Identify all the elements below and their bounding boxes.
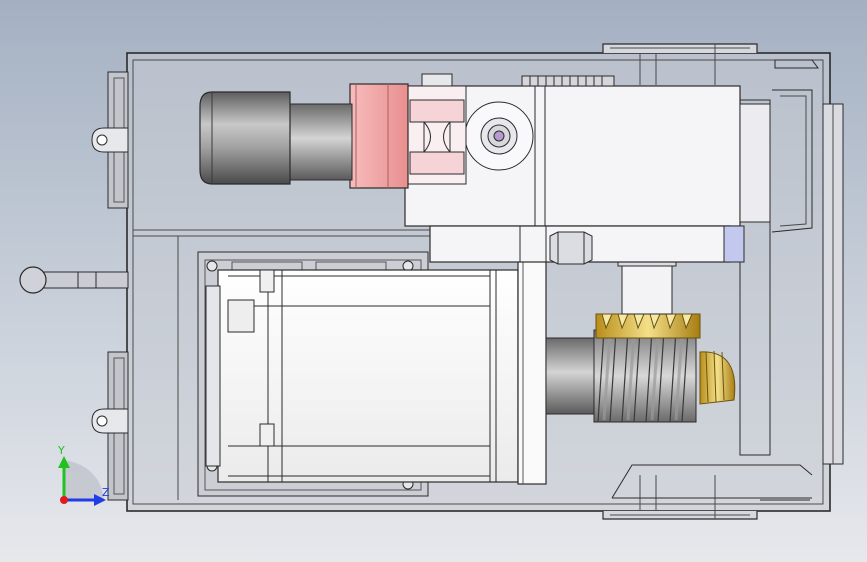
worm-wheel-gear — [595, 313, 736, 405]
hex-nut-icon — [549, 231, 593, 265]
side-lever-handle — [19, 266, 129, 294]
worm-shaft — [545, 329, 697, 423]
servo-motor — [205, 239, 547, 485]
hinge-top-icon — [91, 127, 129, 153]
hinge-bottom-icon — [91, 408, 129, 434]
x-axis-icon — [60, 496, 68, 504]
y-axis-label: Y — [57, 444, 65, 457]
bolt-boss-icon — [464, 101, 534, 171]
left-mount-brackets — [91, 71, 129, 501]
gear-teeth-top — [521, 75, 615, 87]
upper-motor — [199, 91, 353, 185]
clamp-block — [407, 85, 467, 185]
coupling — [349, 83, 409, 189]
output-spindle — [617, 255, 677, 315]
z-axis-label: Z — [102, 486, 110, 499]
coordinate-triad: Y Z — [57, 444, 110, 506]
